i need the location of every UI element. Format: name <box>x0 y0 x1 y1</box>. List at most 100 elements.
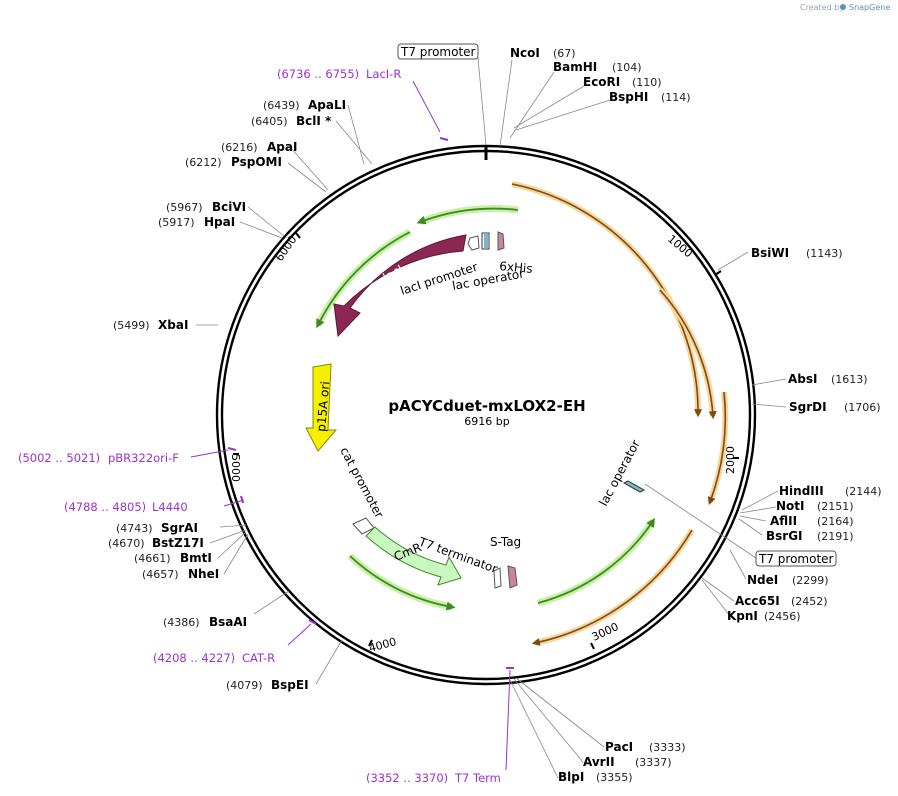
site-name: BstZ17I <box>152 536 204 550</box>
primer-range: (4208 .. 4227) <box>153 651 235 665</box>
site-name: PspOMI <box>231 155 282 169</box>
site-pos: (5967) <box>166 201 203 214</box>
site-name: HindIII <box>779 484 824 498</box>
site-labels: NcoI (67) BamHI (104) EcoRI (110) BspHI … <box>108 46 882 784</box>
site-pos: (4670) <box>108 537 145 550</box>
primer-name: T7 Term <box>454 771 501 785</box>
site-name: Acc65I <box>735 594 780 608</box>
site-pos: (4079) <box>226 679 263 692</box>
primer-range: (3352 .. 3370) <box>366 771 448 785</box>
laci-arrow <box>333 234 467 338</box>
site-pos: (2151) <box>817 500 854 513</box>
tick-label-2000: 2000 <box>724 446 737 474</box>
site-name: SgrDI <box>789 400 827 414</box>
site-pos: (2456) <box>764 610 801 623</box>
credit-text: Created by <box>800 3 844 12</box>
site-pos: (6439) <box>263 99 300 112</box>
primer-range: (4788 .. 4805) <box>64 500 146 514</box>
primer-name: L4440 <box>152 500 188 514</box>
orf-arcs <box>511 181 729 646</box>
top-small-features <box>467 231 505 251</box>
site-name: BciVI <box>212 200 246 214</box>
site-name: ApaI <box>267 140 297 154</box>
plasmid-size: 6916 bp <box>464 415 509 428</box>
t7-promoter-box-right: T7 promoter <box>755 550 837 567</box>
orf-arc-3 <box>707 391 727 505</box>
lac-operator-right-label: lac operator <box>596 438 643 509</box>
site-name: BlpI <box>558 770 584 784</box>
tick-label-6000: 6000 <box>273 233 300 263</box>
site-pos: (2164) <box>817 515 854 528</box>
primer-range: (6736 .. 6755) <box>277 67 359 81</box>
primer-leaders <box>190 80 514 771</box>
orf-arc-2 <box>659 289 717 420</box>
site-name: BsrGI <box>766 529 803 543</box>
orf-arc-1 <box>511 183 703 418</box>
site-name: KpnI <box>727 609 758 623</box>
site-name: BsiWI <box>751 246 789 260</box>
site-pos: (2191) <box>817 530 854 543</box>
site-name: EcoRI <box>583 75 620 89</box>
snapgene-logo-icon <box>840 4 846 10</box>
t7-promoter-label-top: T7 promoter <box>400 45 476 59</box>
site-pos: (1613) <box>831 373 868 386</box>
site-pos: (1143) <box>806 247 843 260</box>
t7-promoter-box-top: T7 promoter <box>397 43 479 60</box>
site-pos: (4743) <box>116 522 153 535</box>
site-pos: (5499) <box>113 319 150 332</box>
site-pos: (110) <box>632 76 662 89</box>
tick-label-4000: 4000 <box>367 635 397 655</box>
site-name: HpaI <box>204 215 235 229</box>
p15a-ori-arrow <box>305 363 338 452</box>
green-arrows <box>314 205 656 611</box>
site-pos: (104) <box>612 61 642 74</box>
credit-brand: SnapGene <box>849 3 890 12</box>
site-pos: (4661) <box>134 552 171 565</box>
cmr-arrow <box>365 526 462 586</box>
site-name: BspHI <box>609 90 648 104</box>
site-name: NdeI <box>747 573 778 587</box>
site-name: XbaI <box>158 318 188 332</box>
site-pos: (2299) <box>792 574 829 587</box>
his-tag-label: 6xHis <box>499 259 533 276</box>
tick-marks <box>233 232 739 650</box>
primer-name: CAT-R <box>242 651 275 665</box>
plasmid-name: pACYCduet-mxLOX2-EH <box>388 397 585 415</box>
site-pos: (3333) <box>649 741 686 754</box>
site-pos: (1706) <box>844 401 881 414</box>
site-name: ApaLI <box>308 98 346 112</box>
site-pos: (2144) <box>845 485 882 498</box>
site-pos: (114) <box>661 91 691 104</box>
p15a-ori-label: p15A ori <box>314 381 332 433</box>
site-name: BamHI <box>553 60 597 74</box>
site-name: NheI <box>188 567 219 581</box>
primer-labels: (6736 .. 6755) LacI-R (5002 .. 5021) pBR… <box>18 67 501 785</box>
site-pos: (5917) <box>158 216 195 229</box>
site-pos: (6216) <box>221 141 258 154</box>
site-name: AvrII <box>583 755 615 769</box>
site-name: AbsI <box>788 372 817 386</box>
s-tag-label: S-Tag <box>490 535 521 549</box>
orf-arc-4 <box>531 529 693 646</box>
site-pos: (6405) <box>251 115 288 128</box>
site-pos: (2452) <box>791 595 828 608</box>
site-name: BspEI <box>271 678 309 692</box>
cat-promoter-label: cat promoter <box>337 445 386 521</box>
t7-terminator-shape <box>493 567 502 589</box>
site-pos: (4386) <box>163 616 200 629</box>
site-pos: (6212) <box>185 156 222 169</box>
site-pos: (3337) <box>635 756 672 769</box>
site-name: PacI <box>605 740 633 754</box>
site-name: BclI * <box>296 114 332 128</box>
site-name: NcoI <box>510 46 540 60</box>
site-name: SgrAI <box>161 521 198 535</box>
tick-label-5000: 5000 <box>229 454 242 482</box>
site-name: BsaAI <box>209 615 247 629</box>
site-name: AflII <box>770 514 797 528</box>
s-tag-shape <box>507 565 518 589</box>
t7-promoter-label-right: T7 promoter <box>758 552 834 566</box>
primer-name: pBR322ori-F <box>108 451 179 465</box>
leader-lines <box>196 57 787 779</box>
primer-range: (5002 .. 5021) <box>18 451 100 465</box>
